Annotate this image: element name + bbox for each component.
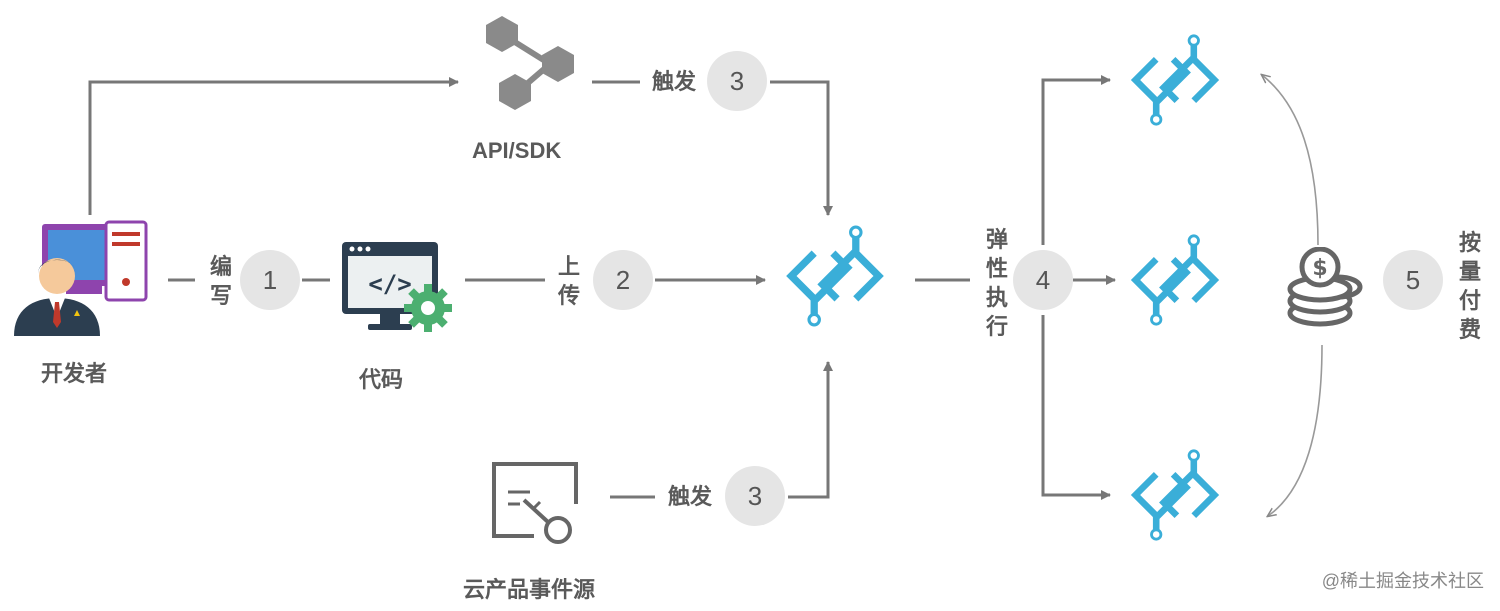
step-5-badge: 5 [1383, 250, 1443, 310]
curve-arrow-down [1268, 344, 1323, 516]
function-compute-icon [786, 225, 884, 327]
arrow-exec-to-instance-top [1041, 75, 1111, 245]
step-3-event-badge: 3 [725, 466, 785, 526]
event-source-label: 云产品事件源 [463, 577, 596, 602]
upload-label: 上 传 [557, 254, 580, 308]
code-label: 代码 [359, 367, 404, 392]
function-instance-icon-top [1130, 34, 1220, 126]
function-instance-icon-middle [1130, 234, 1220, 326]
pay-per-use-label: 按 量 付 费 [1458, 230, 1481, 342]
svg-text:$: $ [1312, 256, 1327, 281]
developer-label: 开发者 [41, 361, 108, 386]
curve-arrow-up [1262, 75, 1319, 246]
elastic-exec-label: 弹 性 执 行 [985, 227, 1008, 339]
arrow-developer-to-api [88, 77, 459, 215]
api-sdk-label: API/SDK [472, 138, 562, 163]
svg-text:</>: </> [368, 270, 411, 298]
trigger-event-label: 触发 [668, 484, 713, 509]
step-3-api-badge: 3 [707, 51, 767, 111]
watermark-text: @稀土掘金技术社区 [1321, 571, 1484, 591]
arrow-trigger-to-function-top [770, 80, 833, 216]
function-instance-icon-bottom [1130, 449, 1220, 541]
coins-icon: $ [1287, 247, 1363, 327]
trigger-api-label: 触发 [652, 69, 697, 94]
write-label: 编 写 [209, 254, 232, 308]
developer-icon [14, 220, 148, 336]
event-source-icon [492, 462, 578, 544]
arrow-trigger-to-function-bottom [788, 361, 833, 499]
api-sdk-icon [486, 16, 574, 110]
arrow-exec-to-instance-bottom [1041, 315, 1111, 500]
step-1-badge: 1 [240, 250, 300, 310]
step-4-badge: 4 [1013, 250, 1073, 310]
code-icon: </> [342, 242, 452, 332]
step-2-badge: 2 [593, 250, 653, 310]
